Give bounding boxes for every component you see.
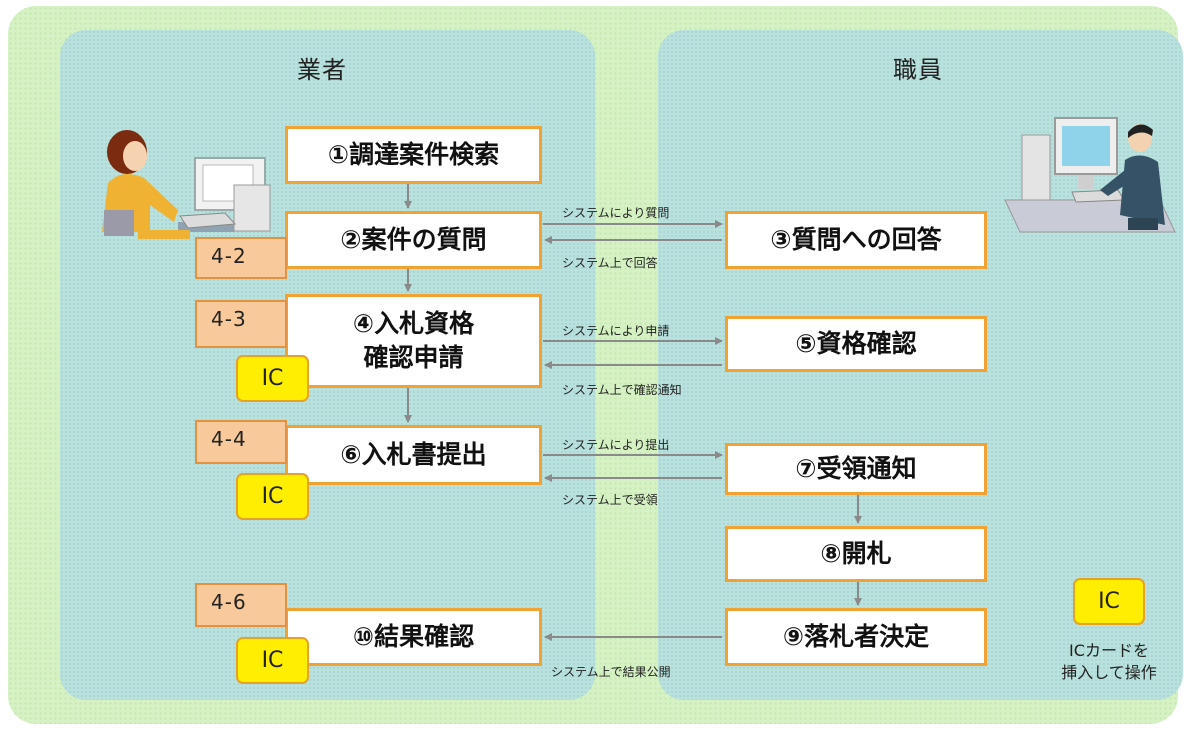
step-procurement-search-label: ①調達案件検索 bbox=[327, 140, 500, 170]
step-winner-decision-label: ⑨落札者決定 bbox=[782, 622, 930, 652]
label-apply-notify: システム上で確認通知 bbox=[562, 383, 682, 397]
staff-lane-title: 職員 bbox=[893, 56, 943, 84]
section-code-4-2: 4-2 bbox=[195, 237, 287, 279]
legend-line-2: 挿入して操作 bbox=[1061, 663, 1157, 683]
legend-description: ICカードを 挿入して操作 bbox=[1044, 640, 1174, 685]
step-receipt-notice-label: ⑦受領通知 bbox=[795, 454, 917, 484]
section-code-4-6: 4-6 bbox=[195, 583, 287, 627]
label-question-send: システムにより質問 bbox=[562, 206, 670, 220]
vendor-woman bbox=[102, 130, 190, 239]
label-apply-send: システムにより申請 bbox=[562, 324, 670, 338]
ic-card-badge: IC bbox=[236, 355, 309, 402]
vendor-lane-title: 業者 bbox=[297, 56, 347, 84]
legend-line-1: ICカードを bbox=[1069, 641, 1149, 660]
step-result-check: ⑩結果確認 bbox=[285, 608, 542, 666]
legend-ic-badge: IC bbox=[1073, 578, 1145, 625]
step-question-answer-label: ③質問への回答 bbox=[770, 225, 942, 255]
label-submit-receive: システム上で受領 bbox=[562, 493, 658, 507]
step-result-check-label: ⑩結果確認 bbox=[352, 622, 475, 652]
step-question-answer: ③質問への回答 bbox=[725, 211, 987, 269]
step-bid-submission-label: ⑥入札書提出 bbox=[340, 440, 487, 470]
label-submit-send: システムにより提出 bbox=[562, 438, 670, 452]
step-procurement-search: ①調達案件検索 bbox=[285, 126, 542, 184]
vendor-computer bbox=[178, 157, 271, 232]
step-case-question-label: ②案件の質問 bbox=[340, 225, 487, 255]
section-code-4-4: 4-4 bbox=[195, 420, 287, 464]
ic-card-badge: IC bbox=[236, 637, 309, 684]
step-qualification-check-label: ⑤資格確認 bbox=[795, 329, 917, 359]
step-winner-decision: ⑨落札者決定 bbox=[725, 608, 987, 666]
step-qualification-application-label: ④入札資格 確認申請 bbox=[352, 309, 475, 372]
step-qualification-application: ④入札資格 確認申請 bbox=[285, 294, 542, 388]
section-code-4-3: 4-3 bbox=[195, 300, 287, 348]
label-question-answer: システム上で回答 bbox=[562, 256, 658, 270]
ic-card-badge: IC bbox=[236, 473, 309, 520]
label-result-publish: システム上で結果公開 bbox=[551, 665, 671, 679]
step-bid-opening-label: ⑧開札 bbox=[820, 539, 892, 569]
step-case-question: ②案件の質問 bbox=[285, 211, 542, 269]
step-receipt-notice: ⑦受領通知 bbox=[725, 443, 987, 495]
step-bid-submission: ⑥入札書提出 bbox=[285, 425, 542, 485]
step-bid-opening: ⑧開札 bbox=[725, 526, 987, 582]
staff-man bbox=[1100, 124, 1165, 230]
step-qualification-check: ⑤資格確認 bbox=[725, 316, 987, 372]
